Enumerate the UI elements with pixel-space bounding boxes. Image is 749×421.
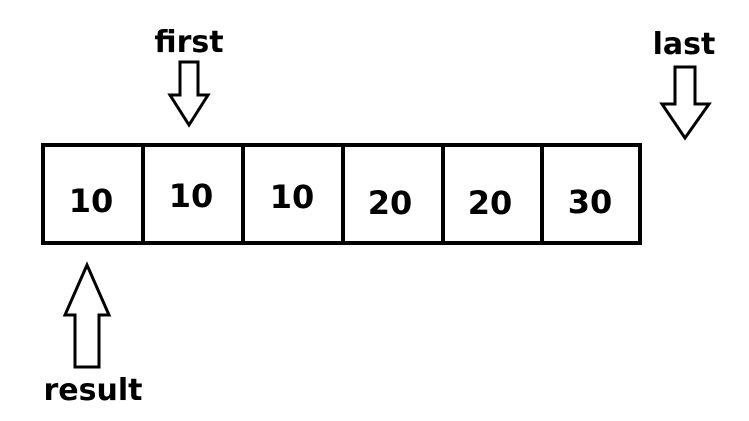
result-label: result <box>44 373 143 408</box>
cell-value: 30 <box>568 183 613 221</box>
cell-box <box>540 143 642 245</box>
cell-value: 10 <box>270 178 315 216</box>
cell-box <box>441 143 544 245</box>
last-label: last <box>653 27 716 62</box>
cell-box <box>241 143 345 245</box>
array-cell-3: 20 <box>341 143 445 245</box>
cell-box <box>141 143 245 245</box>
cell-value: 20 <box>368 184 413 222</box>
result-pointer: result <box>44 261 143 408</box>
cell-value: 10 <box>69 182 114 220</box>
array-cell-0: 10 <box>41 143 145 245</box>
cell-value: 10 <box>169 177 214 215</box>
down-arrow-icon <box>167 60 211 128</box>
array-cell-1: 10 <box>141 143 245 245</box>
array-cell-4: 20 <box>441 143 544 245</box>
down-arrow-icon <box>659 65 712 141</box>
first-pointer: first <box>154 25 224 128</box>
cell-box <box>41 143 145 245</box>
cell-value: 20 <box>468 184 513 222</box>
up-arrow-icon <box>62 261 112 369</box>
array: 10 10 10 20 20 30 <box>41 143 642 245</box>
array-cell-5: 30 <box>540 143 642 245</box>
array-cell-2: 10 <box>241 143 345 245</box>
last-pointer: last <box>653 27 716 141</box>
first-label: first <box>154 25 223 60</box>
